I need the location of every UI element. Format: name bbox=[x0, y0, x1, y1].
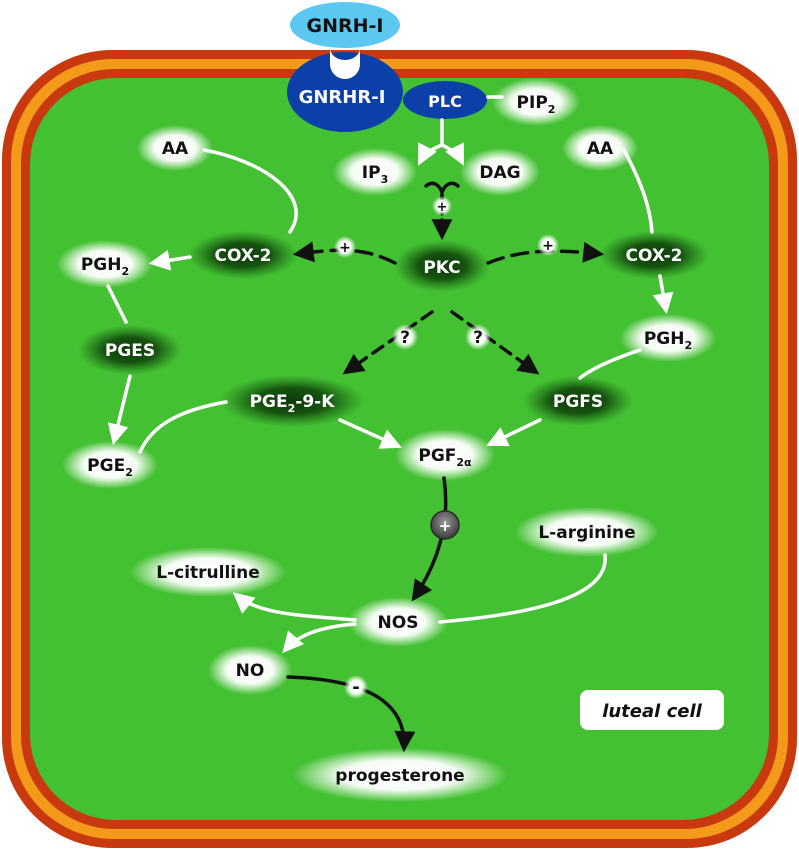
arrow-pgf2a-nos bbox=[411, 476, 448, 602]
plc-enzyme bbox=[403, 81, 487, 119]
glow-pgf2a bbox=[395, 429, 495, 481]
question-pkc-pgfs: ? bbox=[473, 328, 483, 348]
node-progesterone: progesterone bbox=[335, 766, 464, 786]
glow-pgh2-right bbox=[620, 314, 716, 362]
node-pge2-9k: PGE2-9-K bbox=[250, 392, 336, 415]
glow-l-citrulline bbox=[130, 547, 286, 597]
glow-cox2-left bbox=[188, 231, 298, 279]
arrow-pgh2-pges bbox=[106, 284, 128, 324]
gnrh-ligand bbox=[290, 2, 400, 48]
node-pip2: PIP2 bbox=[517, 93, 556, 116]
node-pges: PGES bbox=[105, 341, 155, 361]
node-pkc: PKC bbox=[423, 258, 460, 278]
arrow-no-progesterone bbox=[286, 675, 416, 753]
arrow-cox2-pgh2-left bbox=[148, 249, 192, 271]
receptor-binding-pocket bbox=[330, 48, 360, 79]
arrow-pgfs-pgf2a bbox=[486, 418, 542, 447]
glow-pip2 bbox=[492, 78, 580, 126]
plus-pgf2a-nos: + bbox=[439, 517, 452, 535]
plus-badge-pgf2a-nos bbox=[430, 510, 460, 540]
arrow-nos-citrulline bbox=[232, 592, 357, 622]
node-aa-right: AA bbox=[587, 139, 614, 159]
node-aa-left: AA bbox=[162, 139, 189, 159]
node-l-citrulline: L-citrulline bbox=[156, 563, 260, 583]
plus-pkc-cox2-left: + bbox=[339, 240, 351, 256]
glow-pge2 bbox=[62, 441, 158, 489]
node-pgh2-left: PGH2 bbox=[81, 255, 129, 278]
arrow-pkc-pgfs bbox=[450, 310, 540, 375]
arrow-to-dag bbox=[440, 142, 464, 166]
glow-pgh2-left bbox=[57, 240, 153, 288]
cell-label-background bbox=[580, 690, 724, 730]
node-dag: DAG bbox=[479, 163, 520, 183]
node-cox2-right: COX-2 bbox=[626, 246, 683, 266]
glow-l-arginine bbox=[515, 507, 659, 557]
node-no: NO bbox=[236, 661, 265, 681]
glow-pge2-9k bbox=[220, 375, 364, 427]
glow-pgfs bbox=[523, 376, 633, 426]
glow-dag bbox=[460, 148, 540, 196]
node-cox2-left: COX-2 bbox=[215, 246, 272, 266]
gnrhr-receptor-label: GNRHR-I bbox=[299, 87, 386, 108]
question-glow-left bbox=[392, 324, 418, 350]
white-arrows bbox=[106, 95, 674, 654]
question-glow-right bbox=[465, 324, 491, 350]
arrow-arginine-nos bbox=[438, 553, 607, 624]
sign-markers: + + + ? ? + - bbox=[334, 196, 559, 699]
node-ip3: IP3 bbox=[362, 163, 388, 186]
plus-glow-dag-pkc bbox=[432, 196, 452, 216]
plus-pkc-cox2-right: + bbox=[542, 238, 554, 254]
plc-label: PLC bbox=[428, 92, 462, 111]
node-nos: NOS bbox=[378, 613, 419, 633]
arrow-to-ip3 bbox=[418, 142, 444, 166]
glow-ip3 bbox=[333, 148, 417, 196]
minus-no-progesterone: - bbox=[352, 677, 359, 698]
glow-no bbox=[208, 645, 292, 695]
plus-glow-left bbox=[334, 236, 356, 258]
node-pgf2a: PGF2α bbox=[418, 446, 472, 469]
plus-glow-right bbox=[537, 234, 559, 256]
node-pge2: PGE2 bbox=[87, 456, 133, 479]
cell-label: luteal cell bbox=[602, 701, 702, 722]
glow-aa-left bbox=[137, 125, 213, 171]
arrow-pge2-9k-back bbox=[138, 400, 228, 454]
gnrh-ligand-label: GNRH-I bbox=[307, 15, 384, 37]
arrow-pkc-pge2-9k bbox=[342, 310, 434, 375]
node-labels: PIP2 IP3 DAG AA AA COX-2 COX-2 PKC PGH2 … bbox=[81, 93, 692, 786]
arrow-cox2-pgh2-right bbox=[652, 274, 674, 315]
arrow-nos-no bbox=[282, 622, 357, 654]
glow-aa-right bbox=[562, 125, 638, 171]
glow-pges bbox=[78, 325, 182, 375]
receptor-complex: GNRH-I GNRHR-I PLC bbox=[287, 2, 487, 132]
node-glows bbox=[57, 78, 716, 802]
inhibit-t-bar bbox=[424, 181, 460, 197]
plus-dag-pkc: + bbox=[437, 200, 448, 215]
arrow-aa-cox2-right bbox=[622, 148, 654, 234]
arrow-pge2-9k-pgf2a bbox=[338, 418, 402, 449]
glow-progesterone bbox=[292, 748, 508, 802]
glow-cox2-right bbox=[599, 231, 709, 279]
question-pkc-pge2-9k: ? bbox=[400, 328, 410, 348]
node-l-arginine: L-arginine bbox=[538, 523, 635, 543]
node-pgh2-right: PGH2 bbox=[644, 329, 692, 352]
gnrhr-receptor bbox=[287, 52, 403, 132]
glow-nos bbox=[348, 597, 448, 647]
arrow-pgh2-pgfs bbox=[578, 348, 642, 380]
glow-pkc bbox=[394, 240, 490, 292]
minus-glow bbox=[344, 675, 368, 699]
arrow-aa-cox2-left bbox=[202, 148, 298, 234]
arrow-pges-pge2 bbox=[107, 374, 132, 446]
node-pgfs: PGFS bbox=[553, 392, 603, 412]
cell-label-box: luteal cell bbox=[580, 690, 724, 730]
